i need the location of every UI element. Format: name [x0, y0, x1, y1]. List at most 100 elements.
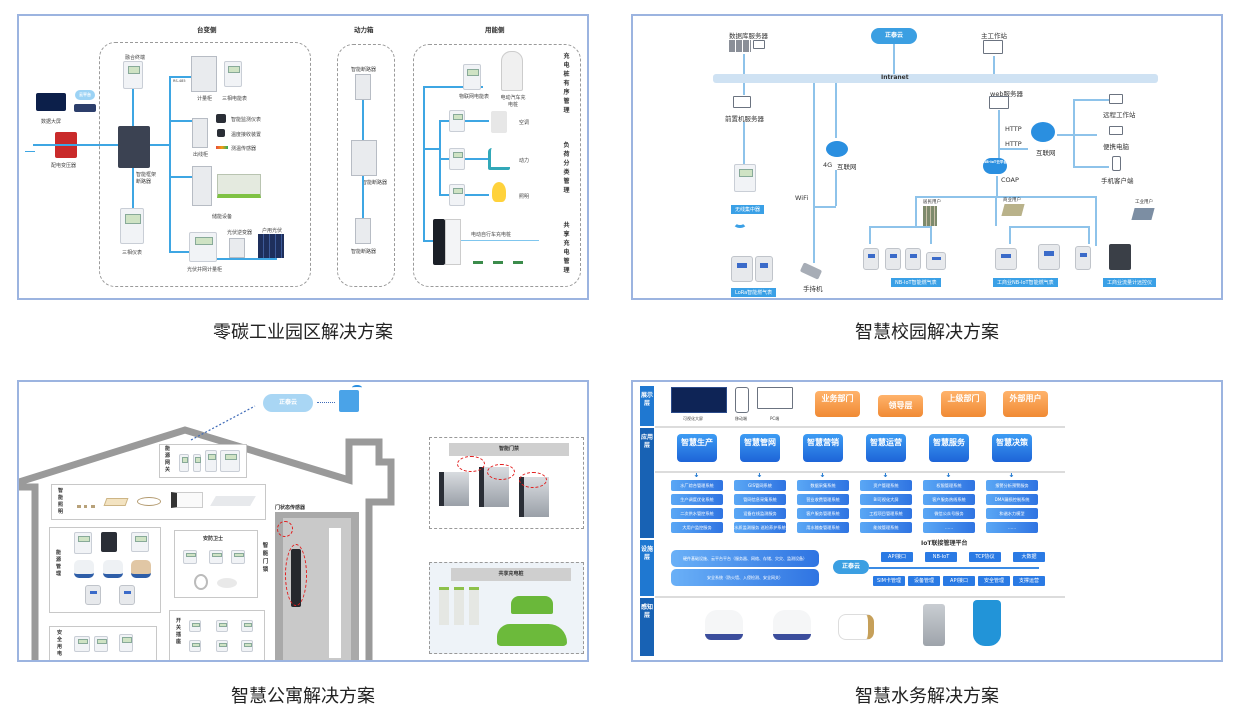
electric-car-icon [497, 624, 567, 646]
mobile-icon [735, 387, 749, 413]
chint-cloud-icon: 正泰云 [871, 28, 917, 44]
link-line [993, 56, 995, 74]
temp-sensor-icon [216, 146, 228, 149]
load-power-label: 动力 [519, 158, 530, 164]
industrial-plant-icon [1131, 208, 1155, 220]
valve-water-meter-icon [838, 614, 874, 640]
app-system-item: 能效管理系统 [860, 522, 912, 533]
nb-gas-meter-icon [905, 248, 921, 270]
app-system-list: 数据采集系统营业收费管理系统客户服务管理系统用水稽查管理系统 [797, 480, 849, 536]
smart-breaker-icon [351, 140, 377, 176]
arrow-down-icon: ↓ [819, 470, 826, 479]
infra-security-box: 安全系统（防火墙、入侵检测、安全网关） [671, 569, 819, 586]
app-system-item: 和谐水力模型 [986, 508, 1038, 519]
energy-meter-icon [224, 61, 242, 87]
data-screen-label: 数据大屏 [41, 119, 62, 125]
nb-gas-meter-icon [926, 252, 946, 270]
commercial-building-icon [1001, 204, 1025, 216]
concentrator-icon [734, 164, 756, 192]
db-monitor-icon [753, 40, 765, 49]
section-title-power-box: 动力箱 [354, 26, 374, 34]
power-breaker-label-1: 智能断路器 [351, 67, 377, 73]
front-server-icon [733, 96, 751, 108]
link-line [869, 226, 931, 228]
link-line [743, 54, 745, 74]
coap-label: COAP [1001, 176, 1019, 184]
web-server-icon [989, 96, 1009, 109]
frame-breaker-icon [118, 126, 150, 168]
commercial-users-label: 商业用户 [1003, 198, 1021, 203]
transformer-label: 配电变压器 [51, 163, 77, 169]
main-station-label: 主工作站 [981, 32, 1007, 40]
apartment-diagram[interactable]: 正泰云 能源网关 智能照明 能源管理 安防卫士 开关插座 安全用电 门状态传感器 [17, 380, 589, 662]
layer-separator [655, 596, 1065, 598]
app-system-list: GIS管网系统管网信息采集系统设备在线监测服务水质监测服务 巡检养护系统 [734, 480, 786, 536]
link-line [1088, 226, 1090, 244]
three-phase-meter-label: 三相仪表 [122, 250, 143, 256]
main-feed-line [33, 144, 149, 146]
iot-top-chip: API接口 [881, 552, 913, 562]
link-line [362, 100, 364, 140]
industrial-park-diagram[interactable]: 台变侧 动力箱 用能侧 数据大屏 云平台 配电变压器 智能框架断路器 融合终端 … [17, 14, 589, 300]
app-system-item: 数据采集系统 [797, 480, 849, 491]
app-system-item: 水质监测服务 巡检养护系统 [734, 522, 786, 533]
link-line [995, 196, 997, 226]
link-line [835, 170, 837, 206]
nb-gas-meter-tag: NB-IoT智能燃气表 [891, 278, 941, 287]
wifi-link-line [813, 83, 815, 263]
campus-diagram[interactable]: 数据库服务器 正泰云 主工作站 Intranet 前置机服务器 无线集中器 Lo… [631, 14, 1223, 300]
link-line [1057, 134, 1097, 136]
app-system-item: DMA漏损控制系统 [986, 494, 1038, 505]
commercial-gas-meter-icon [1075, 246, 1091, 270]
load-lighting-label: 照明 [519, 194, 530, 200]
app-system-list: 权限管理系统客户服务热线系统微信公众号服务…… [923, 480, 975, 536]
temp-receiver-icon [217, 129, 225, 137]
metering-cabinet-label: 计量柜 [197, 96, 213, 102]
prepaid-meter-icon [101, 532, 117, 552]
socket-icon [189, 620, 201, 632]
commercial-gas-meter-icon [1038, 244, 1060, 270]
link-line [1009, 226, 1089, 228]
app-system-list: 水厂综合管理系统生产调度优化系统二次供水管控系统大用户监控服务 [671, 480, 723, 536]
infra-hardware-box: 硬件基础设施、云平台平台（服务器、网络、存储、灾灾、监测设备） [671, 550, 819, 567]
laptop-label: 便携电脑 [1103, 143, 1129, 151]
shared-charging-header: 共享充电桩 [451, 568, 571, 581]
lora-gas-meter-tag: LoRa智能燃气表 [731, 288, 777, 297]
link-line [915, 196, 917, 226]
link-line [169, 76, 193, 78]
load-meter-icon [449, 148, 465, 170]
water-diagram[interactable]: 展示层 应用层 设施层 感知层 可视化大屏 移动端 PC端 业务部门 领导层 上… [631, 380, 1223, 662]
gate-reader-highlight [519, 472, 547, 488]
iot-bottom-chip: SIM卡管理 [873, 576, 905, 586]
charging-post-icon [439, 587, 449, 625]
security-sensor-icon [209, 550, 223, 564]
side-label-load-classification: 负荷分类管理 [563, 142, 570, 194]
branch-trunk-line [169, 76, 171, 253]
app-title-2: 智慧营销 [803, 434, 843, 462]
link-line [132, 89, 134, 126]
section-title-usage: 用能侧 [485, 26, 505, 34]
chint-cloud-icon: 正泰云 [263, 394, 313, 412]
bike-charger-panel-icon [445, 219, 461, 265]
link-line [132, 168, 134, 208]
app-system-item: 权限管理系统 [923, 480, 975, 491]
http-label-2: HTTP [1005, 140, 1022, 148]
charging-post-icon [469, 587, 479, 625]
pv-meter-cabinet-label: 光伏并网计量柜 [187, 267, 223, 273]
app-system-item: GIS管网系统 [734, 480, 786, 491]
gas-meter-icon [119, 585, 135, 605]
link-line [1073, 99, 1109, 101]
app-system-item: 生产调度优化系统 [671, 494, 723, 505]
charging-post-icon [454, 587, 464, 625]
safe-socket-icon [94, 636, 108, 652]
switch-icon [241, 640, 253, 652]
door-glass [329, 528, 341, 658]
handheld-device-icon [799, 262, 823, 280]
link-line [169, 251, 193, 253]
residential-users-label: 居民用户 [923, 200, 941, 205]
iot-top-chip: TCP协议 [969, 552, 1001, 562]
chandelier-icon [77, 494, 95, 508]
web-server-label: web服务器 [990, 90, 1023, 98]
